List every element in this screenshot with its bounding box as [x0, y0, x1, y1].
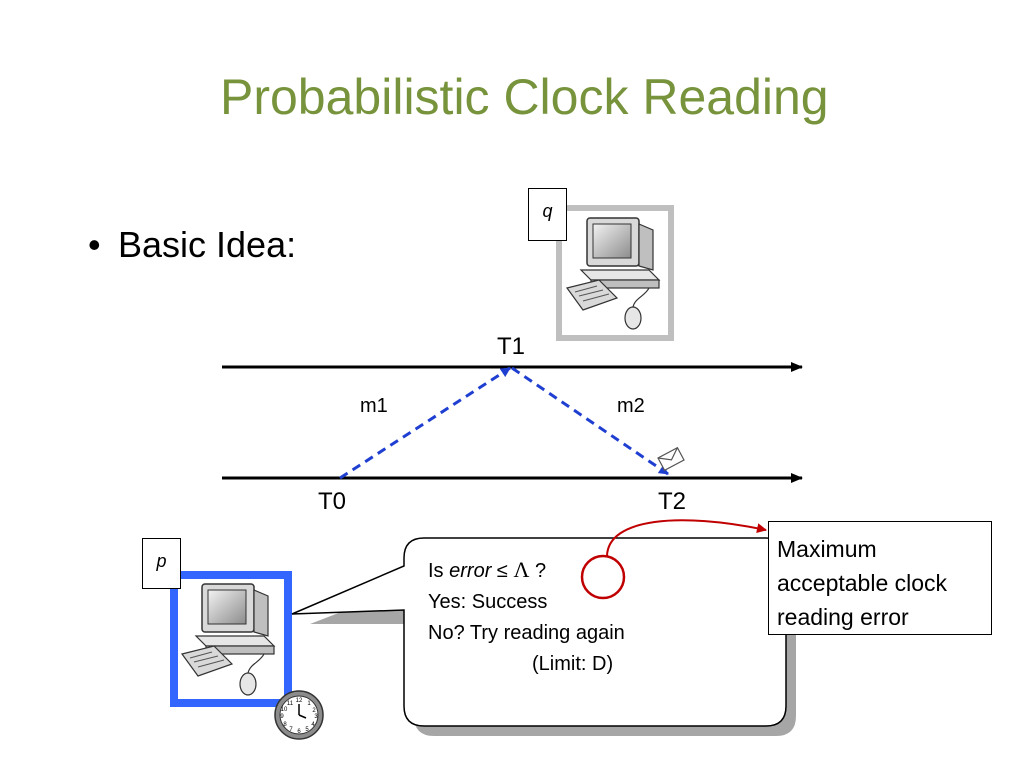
bubble-line-yes: Yes: Success [428, 591, 548, 613]
svg-text:1: 1 [307, 701, 311, 707]
computer-p-icon [180, 583, 276, 696]
event-t0-label: T0 [318, 488, 347, 515]
bullet-text: Basic Idea: [118, 224, 297, 265]
bubble-text: Is error ≤ Λ ? Yes: Success No? Try read… [428, 554, 625, 680]
svg-text:6: 6 [297, 729, 301, 735]
highlight-circle [580, 554, 626, 600]
bubble-line-limit: (Limit: D) [532, 653, 614, 675]
pointer-arrow [606, 519, 767, 557]
svg-text:12: 12 [296, 698, 303, 704]
speech-bubble [291, 537, 796, 736]
svg-text:5: 5 [305, 727, 309, 733]
process-p-label: p [142, 538, 181, 589]
svg-text:9: 9 [280, 714, 284, 720]
event-t1-label: T1 [497, 333, 526, 360]
svg-text:2: 2 [312, 708, 316, 714]
envelope-icon [657, 446, 685, 472]
process-q-label: q [528, 188, 567, 241]
computer-q-icon [565, 217, 661, 330]
message-m1-line [339, 366, 511, 480]
bullet-item: • Basic Idea: [88, 224, 296, 266]
message-m2-label: m2 [617, 395, 645, 417]
svg-text:7: 7 [289, 727, 293, 733]
bubble-line-no: No? Try reading again [428, 622, 625, 644]
slide-title: Probabilistic Clock Reading [220, 69, 829, 125]
note-box: Maximum acceptable clock reading error [768, 521, 992, 635]
message-m2-line [511, 366, 669, 476]
bullet-dot: • [88, 224, 101, 265]
message-m1-label: m1 [360, 395, 388, 417]
svg-text:10: 10 [281, 707, 288, 713]
note-line-3: reading error [777, 604, 909, 630]
note-line-2: acceptable clock [777, 570, 948, 596]
bubble-line-condition: Is error ≤ Λ ? [428, 557, 547, 582]
svg-text:4: 4 [311, 722, 315, 728]
svg-text:3: 3 [314, 714, 318, 720]
svg-text:8: 8 [283, 722, 287, 728]
event-t2-label: T2 [658, 488, 687, 515]
note-line-1: Maximum [777, 536, 877, 562]
svg-text:11: 11 [287, 701, 294, 707]
frame-p [170, 571, 292, 707]
